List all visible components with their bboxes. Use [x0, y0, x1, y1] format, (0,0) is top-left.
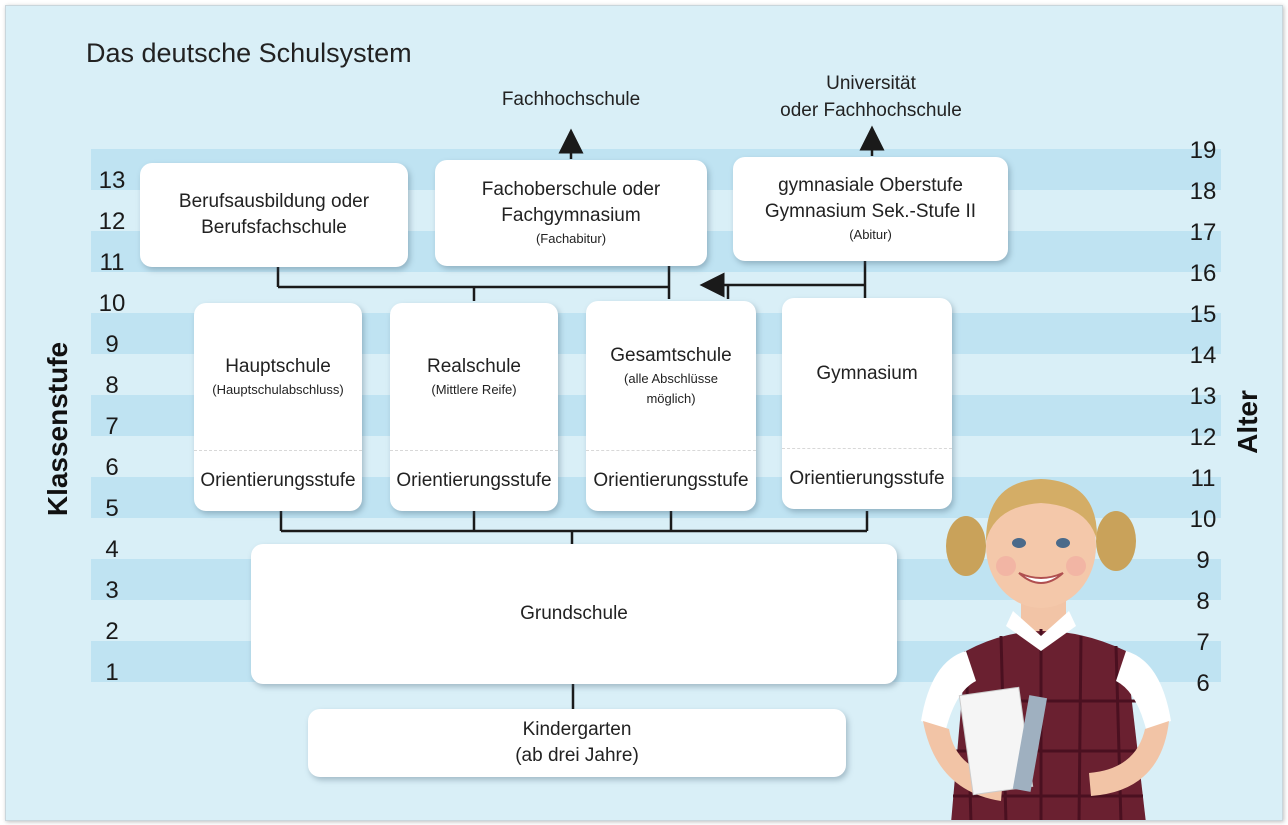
gymnasiale-oberstufe-note: (Abitur): [849, 227, 892, 242]
destination-universitaet: Universität oder Fachhochschule: [780, 73, 962, 121]
klassenstufe-label: 7: [105, 412, 119, 440]
fachoberschule-line2: Fachgymnasium: [501, 205, 641, 226]
hauptschule-note: (Hauptschulabschluss): [212, 382, 344, 397]
diagram-title: Das deutsche Schulsystem: [86, 38, 412, 68]
alter-label: 15: [1189, 300, 1217, 328]
gesamtschule-orientierungsstufe: Orientierungsstufe: [586, 450, 756, 511]
alter-label: 6: [1196, 669, 1210, 697]
girl-illustration: [921, 479, 1171, 820]
box-kindergarten: Kindergarten (ab drei Jahre): [308, 709, 846, 777]
klassenstufe-label: 2: [105, 617, 119, 645]
realschule-name: Realschule: [427, 356, 521, 377]
klassenstufe-label: 4: [105, 535, 119, 563]
gymnasium-name: Gymnasium: [816, 362, 918, 384]
destination-fachhochschule: Fachhochschule: [501, 89, 641, 110]
kindergarten-line1: Kindergarten: [522, 719, 632, 740]
klassenstufe-label: 6: [105, 453, 119, 481]
klassenstufe-label: 3: [105, 576, 119, 604]
diagram-frame: Das deutsche Schulsystem 13 12 11 10 9 8…: [5, 5, 1283, 821]
alter-label: 9: [1196, 546, 1210, 574]
berufsausbildung-line2: Berufsfachschule: [201, 217, 347, 238]
klassenstufe-label: 10: [98, 289, 126, 317]
klassenstufe-label: 12: [98, 207, 126, 235]
klassenstufe-label: 11: [99, 248, 125, 276]
box-berufsausbildung: Berufsausbildung oder Berufsfachschule: [140, 163, 408, 267]
kindergarten-line2: (ab drei Jahre): [515, 745, 639, 766]
alter-label: 10: [1189, 505, 1217, 533]
klassenstufe-label: 1: [105, 658, 119, 686]
fachoberschule-line1: Fachoberschule oder: [481, 179, 661, 200]
alter-label: 18: [1189, 177, 1217, 205]
gymnasiale-oberstufe-line1: gymnasiale Oberstufe: [778, 175, 963, 196]
gesamtschule-note-line2: möglich): [646, 391, 696, 406]
klassenstufe-label: 9: [105, 330, 119, 358]
box-fachoberschule: Fachoberschule oder Fachgymnasium (Facha…: [435, 160, 707, 266]
alter-label: 11: [1190, 464, 1216, 492]
gymnasiale-oberstufe-line2: Gymnasium Sek.-Stufe II: [764, 201, 977, 222]
gesamtschule-name: Gesamtschule: [610, 345, 732, 366]
klassenstufe-label: 5: [105, 494, 119, 522]
grundschule-label: Grundschule: [520, 603, 628, 624]
box-gymnasium: Gymnasium Orientierungsstufe: [782, 298, 952, 509]
alter-label: 8: [1196, 587, 1210, 615]
box-hauptschule: Hauptschule (Hauptschulabschluss) Orient…: [194, 303, 362, 511]
hauptschule-orientierungsstufe: Orientierungsstufe: [194, 450, 362, 511]
alter-label: 16: [1189, 259, 1217, 287]
gymnasium-orientierungsstufe: Orientierungsstufe: [782, 448, 952, 509]
box-gesamtschule: Gesamtschule (alle Abschlüsse möglich) O…: [586, 301, 756, 511]
fachoberschule-note: (Fachabitur): [535, 231, 607, 246]
box-gymnasiale-oberstufe: gymnasiale Oberstufe Gymnasium Sek.-Stuf…: [733, 157, 1008, 261]
klassenstufe-label: 13: [98, 166, 126, 194]
berufsausbildung-line1: Berufsausbildung oder: [178, 191, 370, 212]
alter-label: 12: [1189, 423, 1217, 451]
gesamtschule-note-line1: (alle Abschlüsse: [624, 371, 718, 386]
alter-label: 17: [1189, 218, 1217, 246]
alter-label: 14: [1189, 341, 1217, 369]
hauptschule-name: Hauptschule: [225, 356, 331, 377]
alter-label: 19: [1189, 136, 1217, 164]
box-grundschule: Grundschule: [251, 544, 897, 684]
realschule-note: (Mittlere Reife): [431, 382, 517, 397]
klassenstufe-label: 8: [105, 371, 119, 399]
connector-lines: [276, 125, 885, 709]
alter-label: 7: [1196, 628, 1210, 656]
alter-label: 13: [1189, 382, 1217, 410]
box-realschule: Realschule (Mittlere Reife) Orientierung…: [390, 303, 558, 511]
realschule-orientierungsstufe: Orientierungsstufe: [390, 450, 558, 511]
